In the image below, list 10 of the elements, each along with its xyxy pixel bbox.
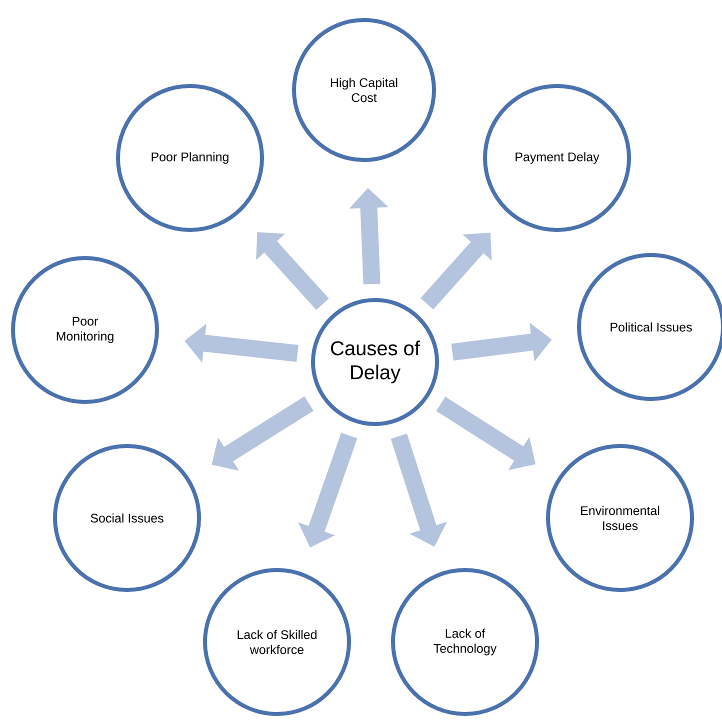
circle-node: Poor Planning: [116, 84, 264, 232]
circle-node: Lack of Skilled workforce: [203, 568, 351, 716]
circle-node: Poor Monitoring: [11, 256, 159, 404]
circle-node: Causes of Delay: [311, 298, 439, 426]
circle-node: High Capital Cost: [292, 18, 436, 162]
circle-node: Environmental Issues: [546, 444, 694, 592]
block-arrow: [256, 232, 329, 310]
circle-node: Social Issues: [53, 444, 201, 592]
circle-node: Lack of Technology: [391, 568, 539, 716]
circle-node: Payment Delay: [483, 84, 631, 232]
